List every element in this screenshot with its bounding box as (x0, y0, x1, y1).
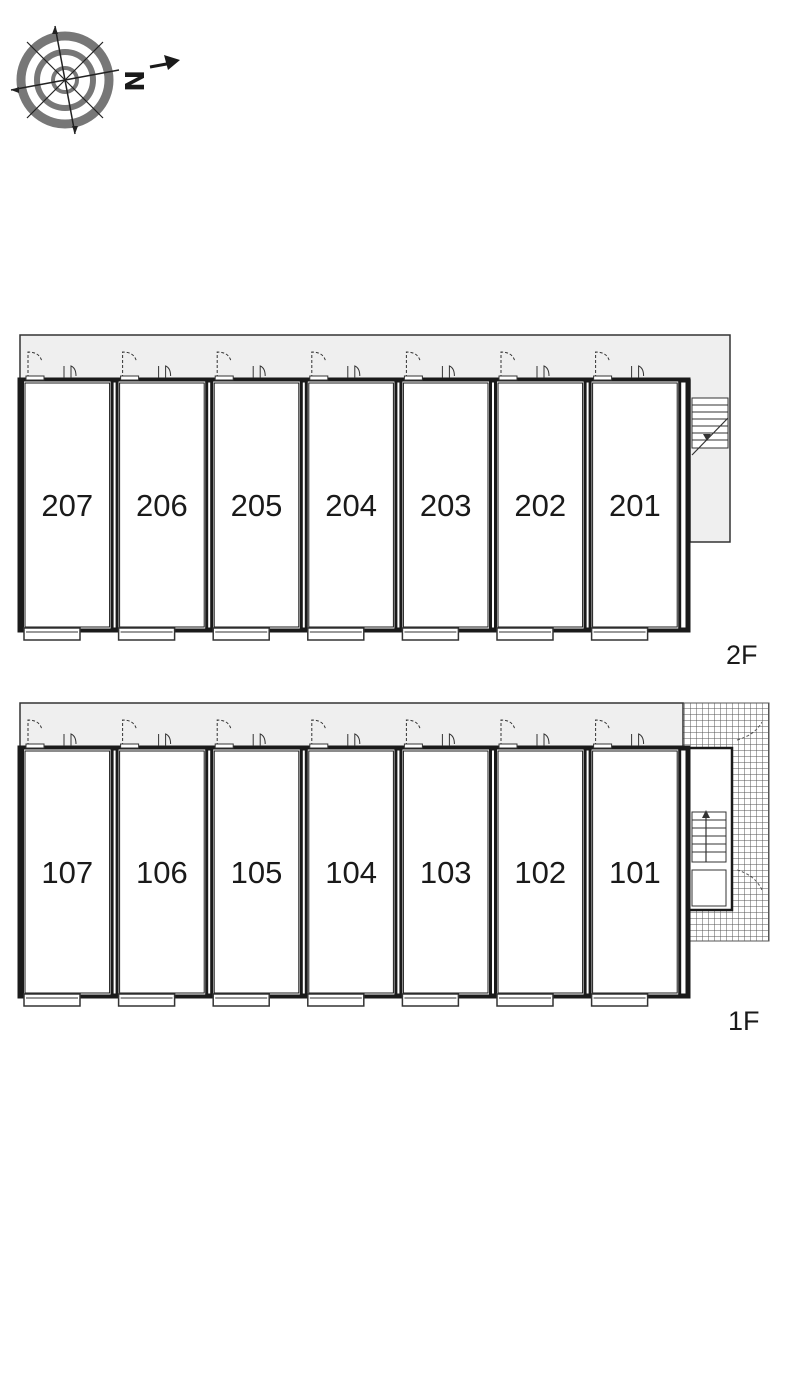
unit-number-label: 205 (231, 488, 283, 523)
unit-204: 204 (304, 351, 398, 641)
balcony (590, 993, 649, 1007)
balcony (401, 627, 460, 641)
balcony (307, 627, 365, 641)
entrance-door-icon (120, 719, 172, 749)
unit-number-label: 203 (420, 488, 472, 523)
north-letter: N (118, 70, 148, 92)
unit-202: 202 (494, 351, 587, 641)
entrance-door-icon (120, 351, 172, 381)
entrance-door-icon (214, 351, 266, 381)
stair-icon (691, 810, 727, 863)
balcony (23, 627, 81, 641)
unit-number-label: 104 (325, 855, 377, 890)
unit-203: 203 (399, 351, 492, 641)
unit-102: 102 (494, 719, 587, 1007)
unit-number-label: 202 (514, 488, 566, 523)
floor-2f-plan: 207 206 205 204 203 202 201 (17, 334, 731, 641)
compass-rose-icon (10, 25, 120, 135)
entrance-door-icon (25, 351, 77, 381)
balcony (590, 627, 649, 641)
unit-number-label: 201 (609, 488, 661, 523)
balcony (212, 993, 270, 1007)
floor-label-1f: 1F (728, 1006, 760, 1036)
entrance-door-icon (498, 719, 550, 749)
balcony (117, 627, 176, 641)
unit-number-label: 207 (41, 488, 93, 523)
stair-icon (691, 397, 729, 456)
unit-106: 106 (115, 719, 209, 1007)
north-indicator: N (118, 55, 180, 92)
unit-107: 107 (21, 719, 114, 1007)
unit-205: 205 (210, 351, 303, 641)
unit-103: 103 (399, 719, 492, 1007)
entrance-door-icon (214, 719, 266, 749)
balcony (212, 627, 270, 641)
unit-206: 206 (115, 351, 209, 641)
unit-104: 104 (304, 719, 398, 1007)
unit-number-label: 105 (231, 855, 283, 890)
unit-number-label: 204 (325, 488, 377, 523)
entrance-door-icon (498, 351, 550, 381)
unit-number-label: 103 (420, 855, 472, 890)
unit-number-label: 106 (136, 855, 188, 890)
unit-207: 207 (21, 351, 114, 641)
floor-1f-plan: 107 106 105 104 103 102 101 (17, 702, 770, 1007)
entrance-door-icon (403, 719, 455, 749)
unit-number-label: 107 (41, 855, 93, 890)
entrance-door-icon (309, 351, 361, 381)
entrance-door-icon (309, 719, 361, 749)
unit-number-label: 101 (609, 855, 661, 890)
unit-101: 101 (588, 719, 682, 1007)
balcony (401, 993, 460, 1007)
balcony (496, 993, 554, 1007)
unit-201: 201 (588, 351, 682, 641)
entrance-door-icon (593, 351, 645, 381)
unit-105: 105 (210, 719, 303, 1007)
balcony (23, 993, 81, 1007)
balcony (496, 627, 554, 641)
unit-number-label: 206 (136, 488, 188, 523)
entrance-door-icon (593, 719, 645, 749)
balcony (117, 993, 176, 1007)
balcony (307, 993, 365, 1007)
entrance-door-icon (403, 351, 455, 381)
unit-number-label: 102 (514, 855, 566, 890)
entrance-door-icon (25, 719, 77, 749)
floor-label-2f: 2F (726, 640, 758, 670)
north-arrow-icon (164, 55, 180, 70)
